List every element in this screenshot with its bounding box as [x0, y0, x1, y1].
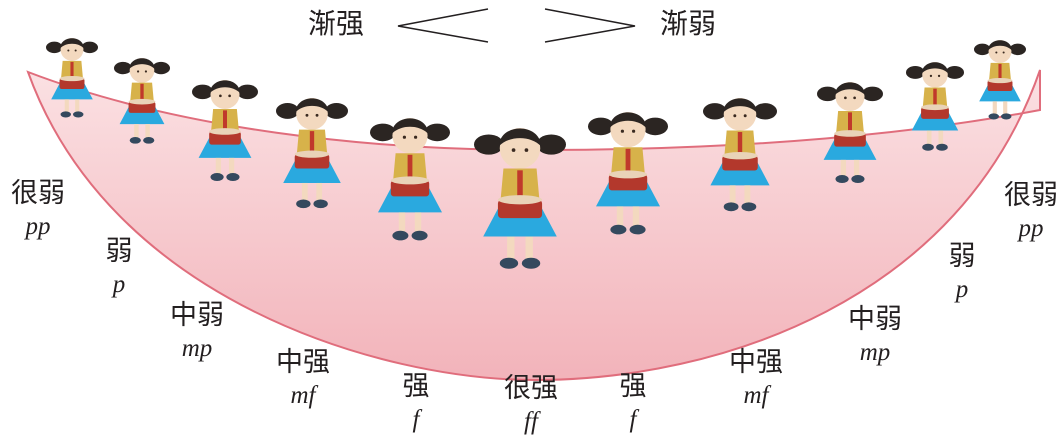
drummer-girl-icon: [192, 80, 258, 181]
dynamic-label-marking: pp: [1018, 215, 1044, 242]
dynamic-label-chinese: 很弱: [1004, 180, 1058, 211]
dynamic-label-chinese: 强: [402, 371, 430, 402]
drummer-girl-icon: [276, 98, 348, 209]
drummer-girl-icon: [906, 62, 964, 151]
dynamic-label-4: 中强 mf: [258, 349, 348, 408]
dynamic-label-chinese: 弱: [948, 241, 976, 272]
drummer-girl-icon: [46, 38, 98, 118]
dynamic-label-marking: mp: [181, 335, 213, 362]
dynamic-label-9: 中弱 mp: [830, 306, 920, 365]
dynamic-label-7: 强 f: [588, 373, 678, 432]
dynamic-label-marking: pp: [25, 213, 51, 240]
drummer-girl-icon: [974, 40, 1026, 120]
drummer-girl-icon: [703, 98, 777, 212]
dynamic-label-6: 很强 ff: [486, 375, 576, 434]
dynamic-label-5: 强 f: [371, 373, 461, 432]
drummer-girl-icon: [474, 128, 566, 269]
dynamic-label-1: 很弱 pp: [0, 180, 83, 239]
drummer-girl-icon: [370, 118, 450, 241]
crescendo-hairpin: [397, 8, 489, 43]
dynamic-label-marking: mf: [290, 382, 316, 409]
dynamic-label-11: 很弱 pp: [986, 182, 1064, 241]
dynamic-label-chinese: 中强: [729, 347, 783, 378]
drummer-girl-icon: [817, 82, 883, 183]
dynamic-label-chinese: 很强: [504, 373, 558, 404]
dynamic-label-3: 中弱 mp: [152, 302, 242, 361]
dynamic-label-chinese: 中弱: [848, 304, 902, 335]
dynamic-label-chinese: 强: [619, 371, 647, 402]
dynamic-label-marking: f: [629, 406, 637, 433]
decrescendo-label: 渐弱: [660, 7, 717, 40]
crescendo-label: 渐强: [308, 7, 365, 40]
dynamic-label-marking: mp: [859, 339, 891, 366]
dynamic-label-marking: f: [412, 406, 420, 433]
drummer-girl-icon: [588, 112, 668, 235]
dynamic-label-marking: mf: [743, 382, 769, 409]
dynamic-label-chinese: 中强: [276, 347, 330, 378]
dynamic-label-2: 弱 p: [74, 238, 164, 297]
dynamic-label-marking: ff: [524, 408, 538, 435]
dynamic-label-chinese: 弱: [105, 236, 133, 267]
dynamic-label-chinese: 很弱: [11, 178, 65, 209]
dynamic-label-marking: p: [955, 276, 969, 303]
dynamic-label-marking: p: [112, 271, 126, 298]
dynamic-label-8: 中强 mf: [711, 349, 801, 408]
dynamic-label-chinese: 中弱: [170, 300, 224, 331]
decrescendo-hairpin: [544, 8, 636, 43]
dynamic-label-10: 弱 p: [917, 243, 1007, 302]
figures-layer: [46, 38, 1026, 269]
drummer-girl-icon: [114, 58, 170, 144]
